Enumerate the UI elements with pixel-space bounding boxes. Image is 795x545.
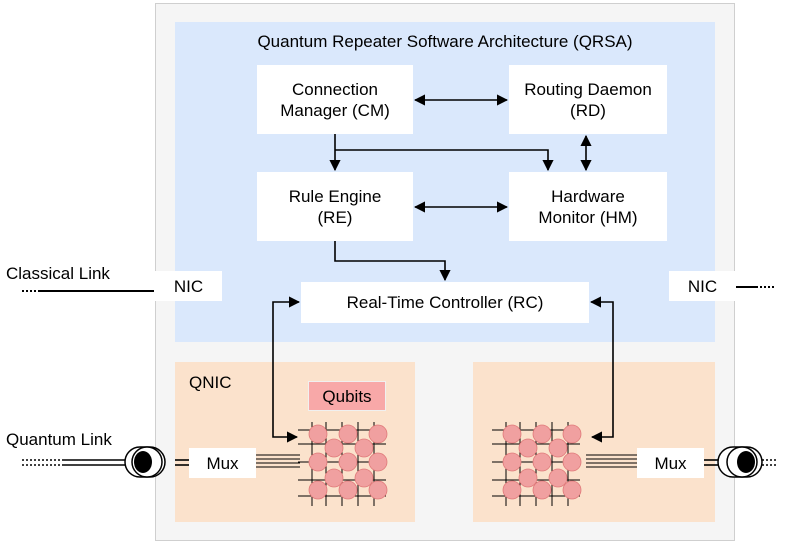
qubit-icon <box>518 438 538 458</box>
qubit-icon <box>562 452 582 472</box>
qubit-icon <box>338 480 358 500</box>
arrow-rc-qubits-left <box>272 296 301 443</box>
qubit-icon <box>368 424 388 444</box>
arrow-re-rc <box>334 241 451 282</box>
quantum-link-label: Quantum Link <box>6 430 112 449</box>
qubit-icon <box>368 480 388 500</box>
qubit-icon <box>502 452 522 472</box>
qnic-title: QNIC <box>189 373 232 392</box>
qubit-icon <box>308 452 328 472</box>
quantum-link-right-cable <box>704 459 776 466</box>
real-time-controller: Real-Time Controller (RC) <box>301 282 589 323</box>
qubit-icon <box>338 424 358 444</box>
qubit-icon <box>532 452 552 472</box>
nic-left-label: NIC <box>173 276 204 296</box>
qubit-icon <box>548 438 568 458</box>
qubits-label: Qubits <box>308 381 386 411</box>
qubit-icon <box>562 424 582 444</box>
mux-left: Mux <box>189 448 256 478</box>
nic-right-label: NIC <box>687 276 718 296</box>
connection-manager: Connection Manager (CM) <box>257 65 413 134</box>
quantum-connector-right <box>717 446 763 478</box>
classical-link-label: Classical Link <box>6 264 110 283</box>
qrsa-title: Quantum Repeater Software Architecture (… <box>257 32 633 51</box>
hardware-monitor: Hardware Monitor (HM) <box>509 172 667 241</box>
arrow-cm-hm <box>335 149 554 172</box>
qubit-icon <box>502 424 522 444</box>
qubit-icon <box>354 438 374 458</box>
qubit-icon <box>308 480 328 500</box>
qubit-icon <box>562 480 582 500</box>
mux-left-label: Mux <box>206 453 239 473</box>
qubit-icon <box>324 468 344 488</box>
routing-daemon-label: Routing Daemon (RD) <box>524 79 652 120</box>
nic-left: NIC <box>155 271 222 301</box>
qubit-icon <box>338 452 358 472</box>
quantum-connector-left <box>124 446 166 478</box>
qubits-label-text: Qubits <box>322 386 372 406</box>
hardware-monitor-label: Hardware Monitor (HM) <box>538 186 638 227</box>
rule-engine: Rule Engine (RE) <box>257 172 413 241</box>
mux-right: Mux <box>637 448 704 478</box>
nic-right: NIC <box>669 271 736 301</box>
qubit-icon <box>532 480 552 500</box>
qubit-icon <box>368 452 388 472</box>
qubit-grid-left <box>298 422 388 506</box>
qubit-icon <box>308 424 328 444</box>
mux-left-wiring <box>256 454 300 468</box>
routing-daemon: Routing Daemon (RD) <box>509 65 667 134</box>
quantum-link-left-cable <box>22 459 189 466</box>
qubit-icon <box>324 438 344 458</box>
real-time-controller-label: Real-Time Controller (RC) <box>346 293 544 312</box>
qubit-icon <box>518 468 538 488</box>
qubit-icon <box>502 480 522 500</box>
connection-manager-label: Connection Manager (CM) <box>280 79 390 120</box>
qubit-icon <box>548 468 568 488</box>
arrow-rc-qubits-right <box>589 296 614 443</box>
qubit-icon <box>532 424 552 444</box>
qubit-icon <box>354 468 374 488</box>
qubit-grid-right <box>492 422 582 506</box>
mux-right-wiring <box>586 454 637 468</box>
rule-engine-label: Rule Engine (RE) <box>288 186 382 227</box>
mux-right-label: Mux <box>654 453 687 473</box>
